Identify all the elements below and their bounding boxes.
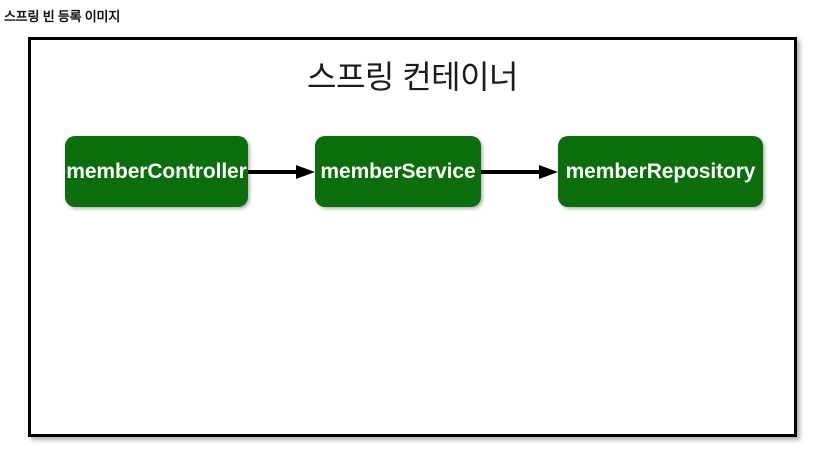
spring-container-frame: 스프링 컨테이너 memberController memberService …	[28, 37, 797, 437]
bean-label: memberService	[320, 159, 476, 183]
arrow-controller-to-service	[248, 165, 315, 179]
page-caption: 스프링 빈 등록 이미지	[4, 9, 121, 24]
bean-node-member-controller: memberController	[65, 136, 248, 207]
arrow-service-to-repository	[481, 165, 558, 179]
bean-label: memberRepository	[565, 159, 756, 183]
bean-node-member-repository: memberRepository	[558, 136, 763, 207]
arrow-icon	[248, 165, 315, 179]
bean-node-member-service: memberService	[315, 136, 481, 207]
bean-label: memberController	[66, 159, 247, 183]
arrow-icon	[481, 165, 558, 179]
spring-container-title: 스프링 컨테이너	[307, 59, 518, 95]
